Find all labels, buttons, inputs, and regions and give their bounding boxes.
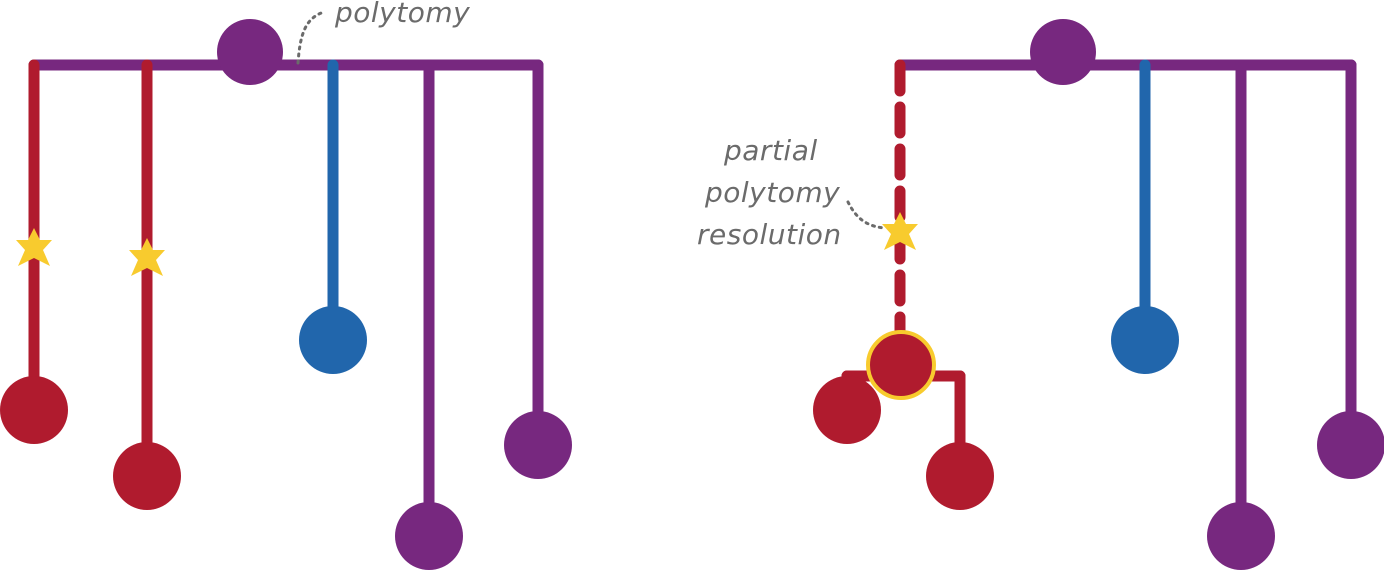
left-root-node	[217, 19, 283, 85]
left-tree-panel: polytomy	[0, 0, 572, 570]
right-purple-tip-1	[1207, 502, 1275, 570]
right-purple-tip-2	[1317, 411, 1384, 479]
left-purple-tip-1	[395, 502, 463, 570]
right-red-tip-2	[926, 442, 994, 510]
star-icon	[129, 238, 165, 276]
right-red-tip-1	[813, 376, 881, 444]
left-red-tip-2	[113, 442, 181, 510]
left-purple-tip-2	[504, 411, 572, 479]
star-icon	[882, 212, 918, 250]
polytomy-label: polytomy	[334, 0, 470, 29]
partial-label-line-2: polytomy	[704, 176, 840, 209]
right-tree-panel: partial polytomy resolution	[697, 19, 1384, 570]
right-red-ancestor-node	[866, 330, 936, 400]
partial-label-line-3: resolution	[697, 218, 842, 251]
right-root-node	[1030, 19, 1096, 85]
polytomy-leader-line	[296, 10, 326, 65]
star-icon	[16, 228, 52, 266]
right-blue-tip	[1111, 306, 1179, 374]
partial-resolution-leader-line	[846, 200, 886, 230]
left-blue-tip	[299, 306, 367, 374]
left-red-tip-1	[0, 376, 68, 444]
partial-label-line-1: partial	[723, 134, 818, 167]
